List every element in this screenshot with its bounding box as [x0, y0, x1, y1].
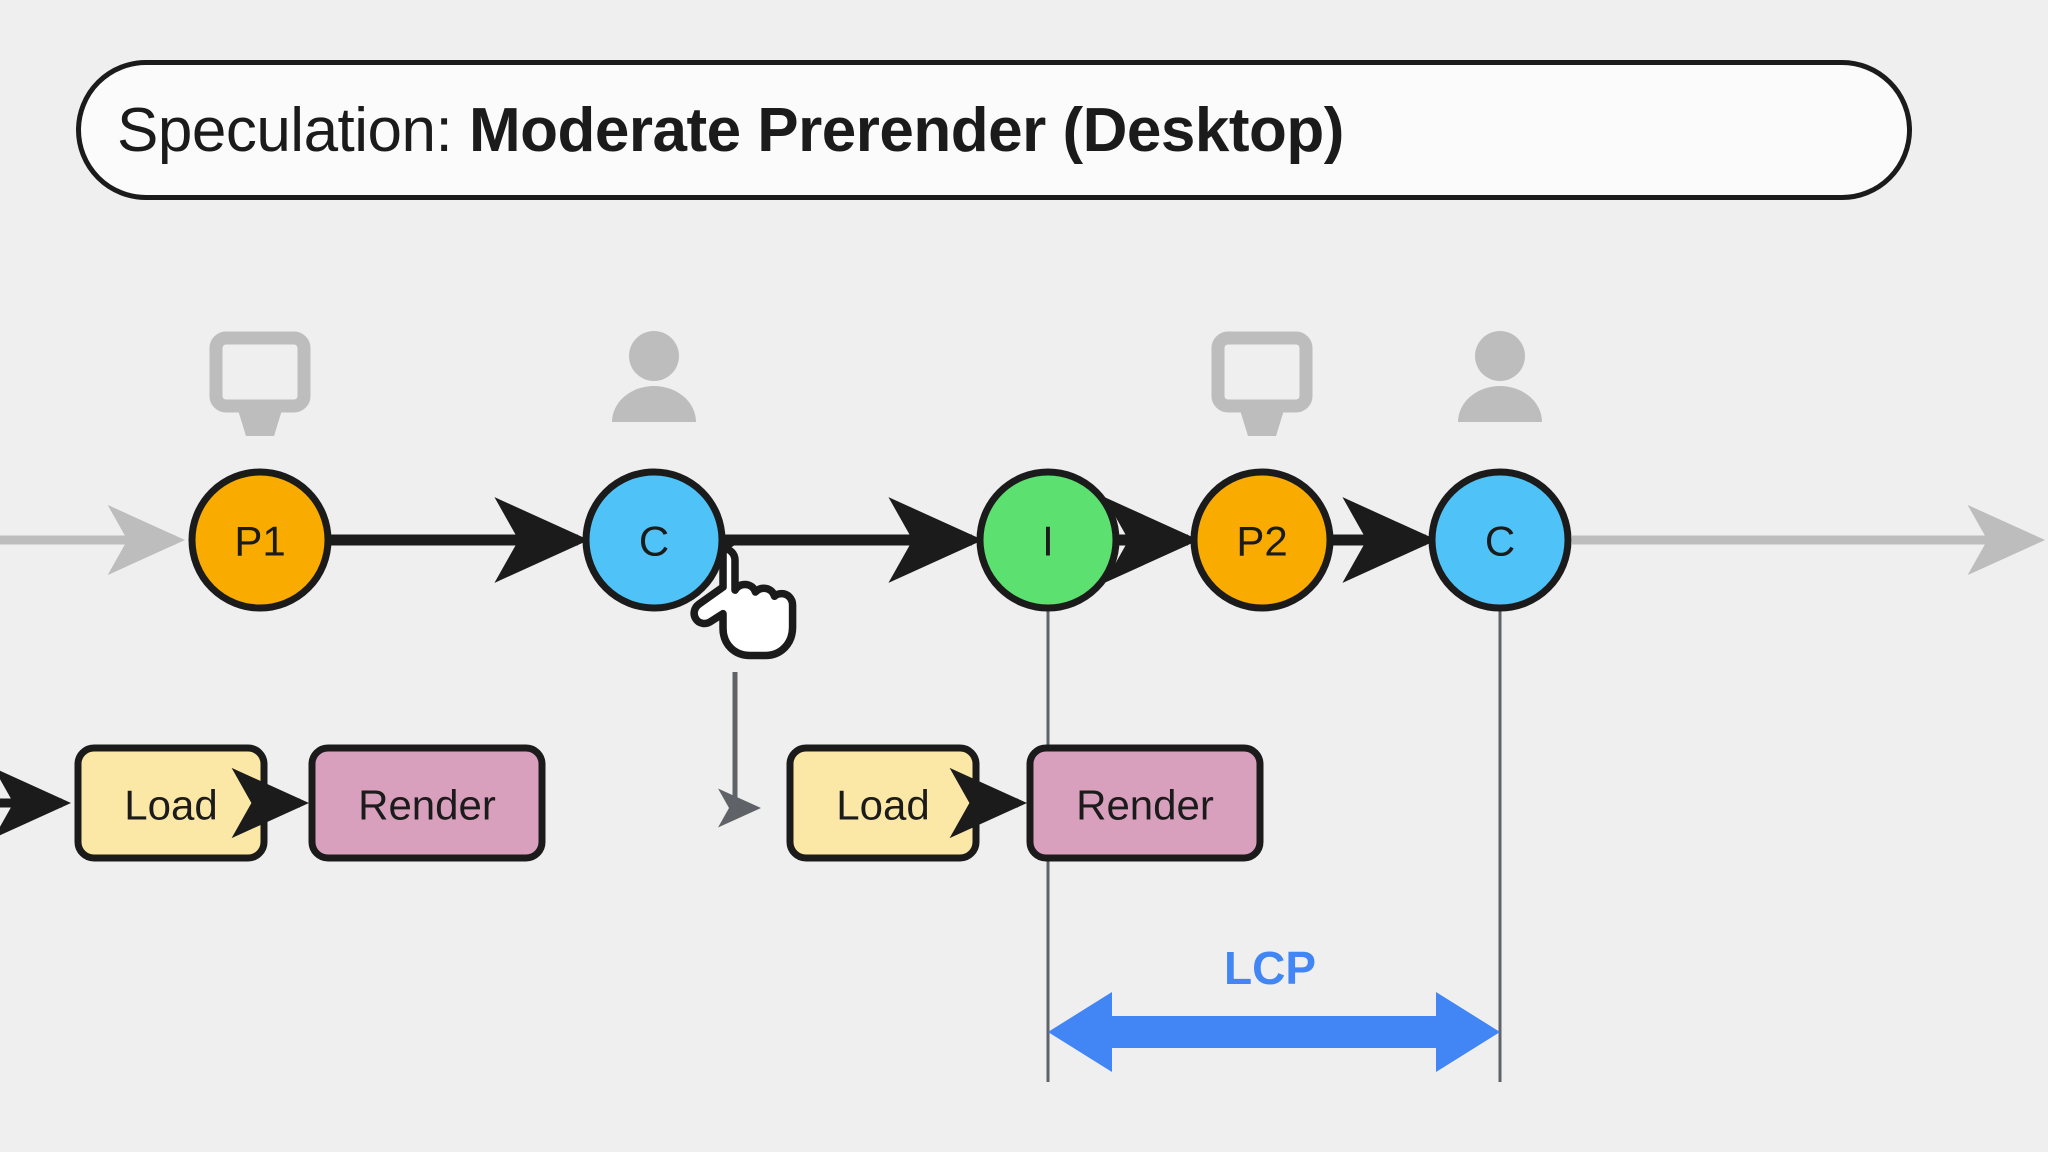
- lcp-label: LCP: [1224, 942, 1316, 994]
- box-label: Render: [1076, 782, 1214, 829]
- timeline-node-i1[interactable]: I: [976, 468, 1120, 612]
- pointing-hand-cursor-icon: [690, 535, 797, 660]
- box-render-2[interactable]: Render: [1026, 744, 1264, 862]
- timeline-node-label: P2: [1236, 518, 1287, 565]
- title-pill: Speculation: Moderate Prerender (Desktop…: [76, 60, 1912, 200]
- timeline-node-p2[interactable]: P2: [1190, 468, 1334, 612]
- box-label: Load: [836, 782, 929, 829]
- monitor-icon: [209, 331, 311, 436]
- box-label: Render: [358, 782, 496, 829]
- title-prefix: Speculation:: [117, 95, 469, 165]
- monitor-icon: [1211, 331, 1313, 436]
- box-load-1[interactable]: Load: [74, 744, 268, 862]
- timeline-node-label: C: [1485, 518, 1515, 565]
- cursor-connector: [718, 672, 762, 828]
- box-load-2[interactable]: Load: [786, 744, 980, 862]
- timeline-node-label: C: [639, 518, 669, 565]
- page-title: Speculation: Moderate Prerender (Desktop…: [117, 95, 1344, 166]
- box-label: Load: [124, 782, 217, 829]
- timeline-node-c2[interactable]: C: [1428, 468, 1572, 612]
- timeline-node-label: P1: [234, 518, 285, 565]
- title-emphasis: Moderate Prerender (Desktop): [468, 95, 1344, 165]
- timeline-node-p1[interactable]: P1: [188, 468, 332, 612]
- timeline-node-label: I: [1042, 518, 1054, 565]
- person-icon: [612, 331, 696, 422]
- person-icon: [1458, 331, 1542, 422]
- box-render-1[interactable]: Render: [308, 744, 546, 862]
- lcp-measure-arrow: [1048, 992, 1500, 1072]
- timeline-node-c1[interactable]: C: [582, 468, 726, 612]
